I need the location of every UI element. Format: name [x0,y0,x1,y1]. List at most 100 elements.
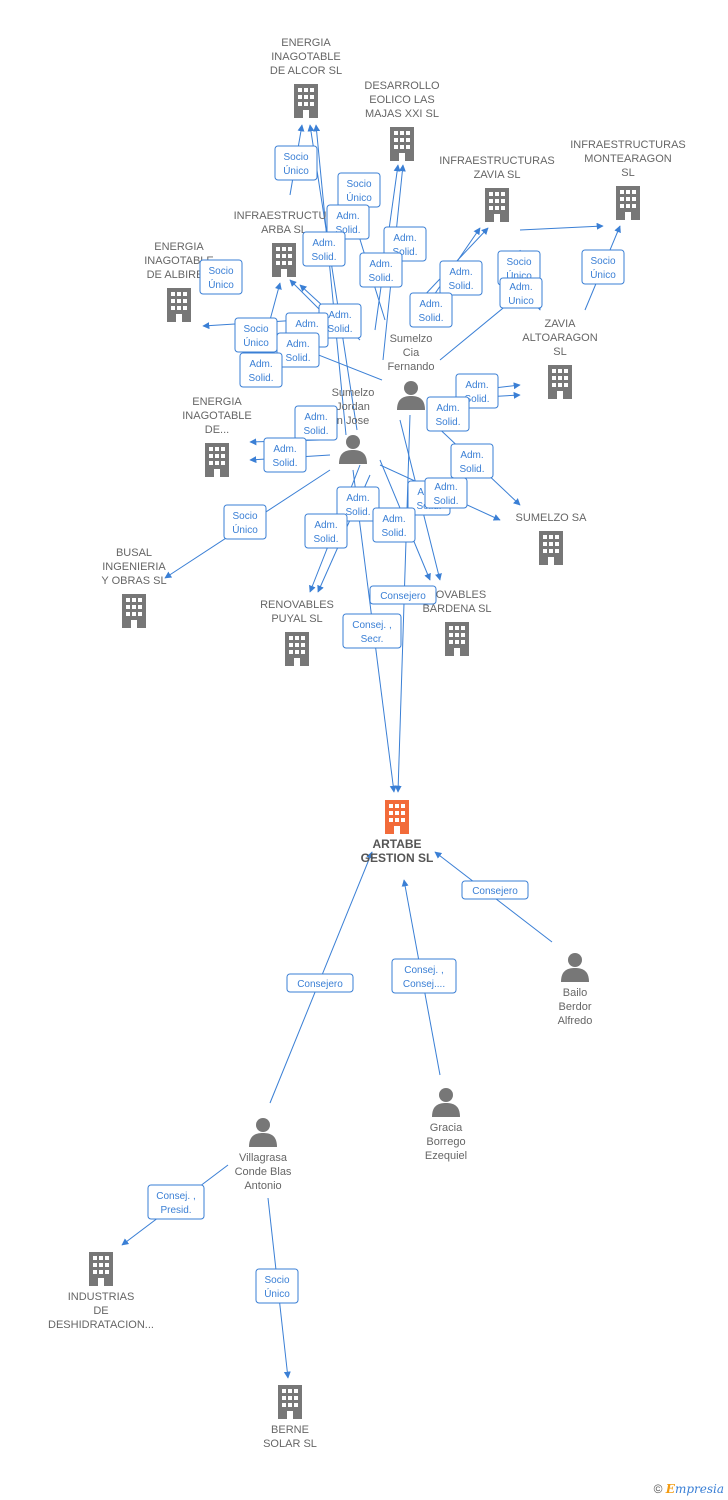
building-icon [616,186,640,220]
node-label-bailo: Bailo [563,987,587,999]
relation-label[interactable]: Consej. ,Presid. [147,1184,205,1220]
relation-text: Adm. [312,238,335,249]
relation-text: Solid. [335,225,360,236]
relation-box [274,145,318,181]
node-energia_de[interactable]: ENERGIAINAGOTABLEDE... [182,396,252,477]
node-label-arba: INFRAESTRUCTUR [234,210,335,222]
node-label-zavia_alto: ALTOARAGON [522,332,597,344]
building-icon [272,243,296,277]
relation-text: Consej. , [352,620,391,631]
relation-box [239,352,283,388]
node-label-arba: ARBA SL [261,224,307,236]
relation-box [369,585,437,605]
node-industrias[interactable]: INDUSTRIASDEDESHIDRATACION... [48,1252,154,1331]
building-icon [294,84,318,118]
relation-text: Solid. [327,324,352,335]
relation-text: Socio [208,266,233,277]
relation-box [426,396,470,432]
relation-label[interactable]: Adm.Solid. [302,231,346,267]
relation-text: Adm. [460,450,483,461]
node-sumelzo_sa[interactable]: SUMELZO SA [516,512,588,565]
relation-label[interactable]: Adm.Solid. [263,437,307,473]
relation-label[interactable]: Adm.Solid. [239,352,283,388]
relation-label[interactable]: Adm.Solid. [439,260,483,296]
person-icon [249,1118,277,1147]
node-label-busal: BUSAL [116,547,152,559]
node-label-artabe: ARTABE [372,837,421,851]
relation-label[interactable]: Adm. Solid. [450,443,494,479]
relation-label[interactable]: Adm.Solid. [336,486,380,522]
relation-label[interactable]: Adm.Solid. [372,507,416,543]
node-label-gracia: Ezequiel [425,1150,467,1162]
node-label-jose: Jordan [336,401,370,413]
copyright-symbol: © [653,1482,663,1496]
relation-text: Adm. [436,403,459,414]
building-icon [539,531,563,565]
relation-label[interactable]: Adm.Solid. [294,405,338,441]
relation-text: Socio [506,257,531,268]
brand-logo[interactable]: Empresia [665,1482,724,1496]
relation-label[interactable]: Consejero [286,973,354,993]
relation-text: Solid. [435,417,460,428]
node-label-gracia: Gracia [430,1122,463,1134]
relation-label[interactable]: Adm.Solid. [409,292,453,328]
relation-label[interactable]: Adm.Solid. [359,252,403,288]
relation-label[interactable]: Consej. ,Consej.... [391,958,457,994]
relation-box [409,292,453,328]
relation-label[interactable]: Consejero [369,585,437,605]
node-label-energia_de: DE... [205,424,229,436]
node-label-bardena: NOVABLES [428,589,487,601]
relation-text: Solid. [459,464,484,475]
relation-label[interactable]: Adm.Solid. [304,513,348,549]
node-label-albirec: INAGOTABLE [144,255,213,267]
relation-box [276,332,320,368]
building-icon [485,188,509,222]
node-label-busal: INGENIERIA [102,561,166,573]
relation-text: Solid. [392,247,417,258]
node-label-villagrasa: Villagrasa [239,1152,288,1164]
relation-label[interactable]: Adm.Solid. [424,477,468,509]
relation-text: Solid. [345,507,370,518]
node-label-puyal: PUYAL SL [271,613,322,625]
relation-label[interactable]: Consej. ,Secr. [342,613,402,649]
relation-label[interactable]: Adm.Solid. [276,332,320,368]
relation-label[interactable]: Adm.Solid. [326,204,370,240]
relation-label[interactable]: Consejero [461,880,529,900]
node-label-energia_de: INAGOTABLE [182,410,251,422]
node-label-bailo: Berdor [558,1001,591,1013]
relation-box [326,204,370,240]
relation-label[interactable]: Adm.Unico [499,277,543,309]
building-icon [89,1252,113,1286]
relation-label-layer: SocioÚnicoSocioÚnicoAdm.Solid.Adm.Solid.… [147,145,625,1304]
node-arba[interactable]: INFRAESTRUCTUR ARBA SL [234,210,335,277]
relation-text: Unico [508,296,534,307]
relation-label[interactable]: Adm. Solid. [426,396,470,432]
node-label-montearagon: INFRAESTRUCTURAS [570,139,686,151]
node-label-berne: BERNE [271,1424,309,1436]
relation-text: Presid. [160,1205,191,1216]
